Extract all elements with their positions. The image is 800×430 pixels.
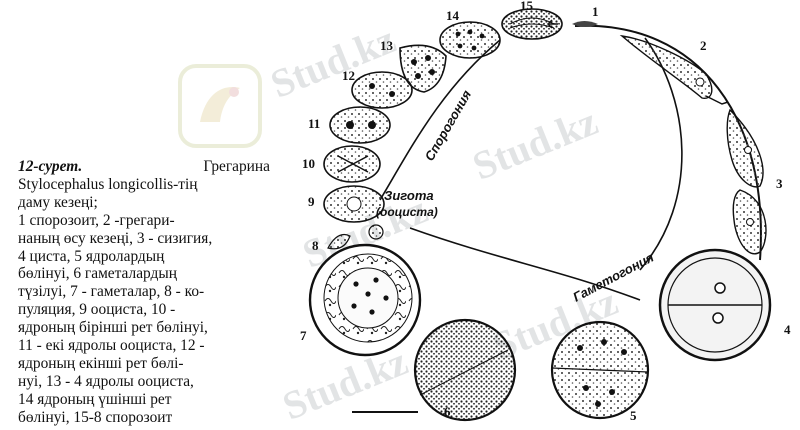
caption-line: пуляция, 9 ооциста, 10 - xyxy=(18,301,176,319)
caption-line: ядроның екінші рет бөлі- xyxy=(18,354,184,372)
number-6: 6 xyxy=(444,404,451,419)
oocyst-11 xyxy=(329,106,391,144)
watermark-logo xyxy=(178,64,262,148)
label-zygote: Зигота xyxy=(384,188,434,203)
oocyst-12 xyxy=(351,71,413,109)
caption-legend: даму кезеңі;1 спорозоит, 2 -грегари-наны… xyxy=(18,194,270,427)
caption-line: нуі, 13 - 4 ядролы ооциста, xyxy=(18,372,194,390)
oocyst-13 xyxy=(399,44,447,93)
number-4: 4 xyxy=(784,322,791,337)
copulation-8 xyxy=(327,233,351,250)
label-gametogony: Гаметогония xyxy=(570,249,656,304)
number-10: 10 xyxy=(302,156,315,171)
number-11: 11 xyxy=(308,116,320,131)
label-oocyst: (ооциста) xyxy=(376,205,438,219)
number-3: 3 xyxy=(776,176,783,191)
cyst-6 xyxy=(413,318,517,422)
caption-line: даму кезеңі; xyxy=(18,193,98,211)
caption-line: 11 - екі ядролы ооциста, 12 - xyxy=(18,337,205,355)
caption-organism: Грегарина xyxy=(203,158,270,175)
number-2: 2 xyxy=(700,38,707,53)
number-5: 5 xyxy=(630,408,637,423)
caption-line: наның өсу кезеңі, 3 - сизигия, xyxy=(18,229,213,247)
number-12: 12 xyxy=(342,68,355,83)
gametogony-line xyxy=(409,227,641,301)
number-8: 8 xyxy=(312,238,319,253)
sporogony-arc xyxy=(379,39,501,201)
caption-line: бөлінуі, 6 гаметалардың xyxy=(18,265,177,283)
number-1: 1 xyxy=(592,4,599,19)
caption-species: Stylocephalus longicollis-тің xyxy=(18,175,198,193)
gregarine-2 xyxy=(619,34,713,99)
caption-figure-number: 12-сурет. xyxy=(18,158,83,175)
caption-line: 4 циста, 5 ядролардың xyxy=(18,247,165,265)
caption-line: бөлінуі, 15-8 спорозоит xyxy=(18,408,173,426)
stage-numbers: 1 2 3 4 5 6 7 8 9 10 11 12 13 14 15 xyxy=(300,0,791,423)
oocyst-14 xyxy=(439,21,501,59)
figure-caption: 12-сурет. Грегарина Stylocephalus longic… xyxy=(18,158,270,427)
caption-title: 12-сурет. Грегарина xyxy=(18,158,270,176)
number-9: 9 xyxy=(308,194,315,209)
caption-line: 14 ядроның үшінші рет xyxy=(18,390,172,408)
number-13: 13 xyxy=(380,38,394,53)
sporozoite-1 xyxy=(572,21,598,27)
label-sporogony: Спорогония xyxy=(422,87,475,163)
number-15: 15 xyxy=(520,0,534,13)
caption-line: 1 спорозоит, 2 -грегари- xyxy=(18,211,175,229)
caption-line: түзілуі, 7 - гаметалар, 8 - ко- xyxy=(18,283,205,301)
number-14: 14 xyxy=(446,8,460,23)
number-7: 7 xyxy=(300,328,307,343)
caption-line: ядроның бірінші рет бөлінуі, xyxy=(18,319,208,337)
